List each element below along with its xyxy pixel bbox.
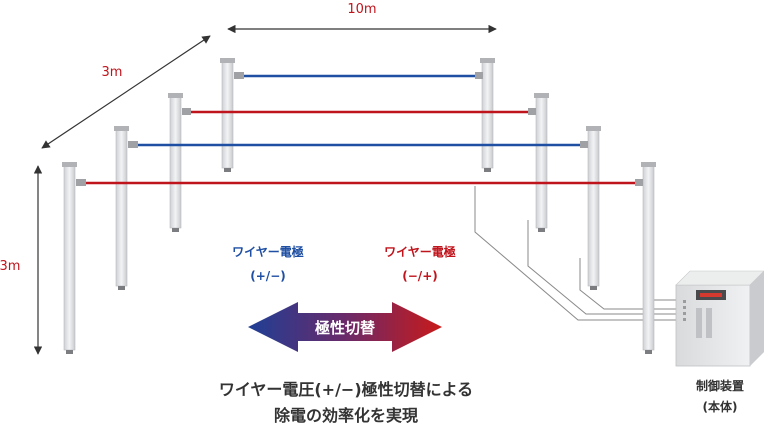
insulator: [475, 72, 483, 79]
height-label: 3m: [0, 259, 20, 274]
controller-display-readout: [700, 293, 722, 297]
insulator: [635, 179, 643, 186]
controller-unit: [675, 270, 764, 367]
caption-line-1: ワイヤー電圧(+/−)極性切替による: [219, 380, 473, 399]
width-dimension: 10m: [227, 2, 497, 34]
insulator: [528, 108, 536, 115]
insulator: [128, 141, 138, 148]
insulator: [182, 108, 191, 115]
insulator: [580, 141, 588, 148]
post-row-1: [220, 58, 495, 172]
post-row-3: [114, 126, 601, 290]
insulator: [234, 72, 244, 79]
controller-sub: (本体): [703, 399, 738, 414]
controller-cables: [474, 186, 676, 321]
height-dimension: 3m: [0, 165, 43, 355]
post-row-2: [168, 93, 549, 232]
left-electrode-polarity: (+/−): [250, 269, 285, 283]
depth-dimension: 3m: [41, 35, 211, 149]
controller-name: 制御装置: [696, 378, 744, 393]
switch-label: 極性切替: [314, 319, 376, 337]
width-label: 10m: [347, 2, 376, 17]
left-electrode-title: ワイヤー電極: [232, 244, 304, 259]
right-electrode-polarity: (−/+): [402, 269, 437, 283]
depth-label: 3m: [102, 65, 123, 80]
caption-line-2: 除電の効率化を実現: [274, 406, 418, 425]
right-electrode-title: ワイヤー電極: [384, 244, 456, 259]
polarity-switch-arrow: 極性切替: [248, 302, 442, 352]
insulator: [76, 179, 86, 186]
post-row-4: [62, 162, 656, 354]
